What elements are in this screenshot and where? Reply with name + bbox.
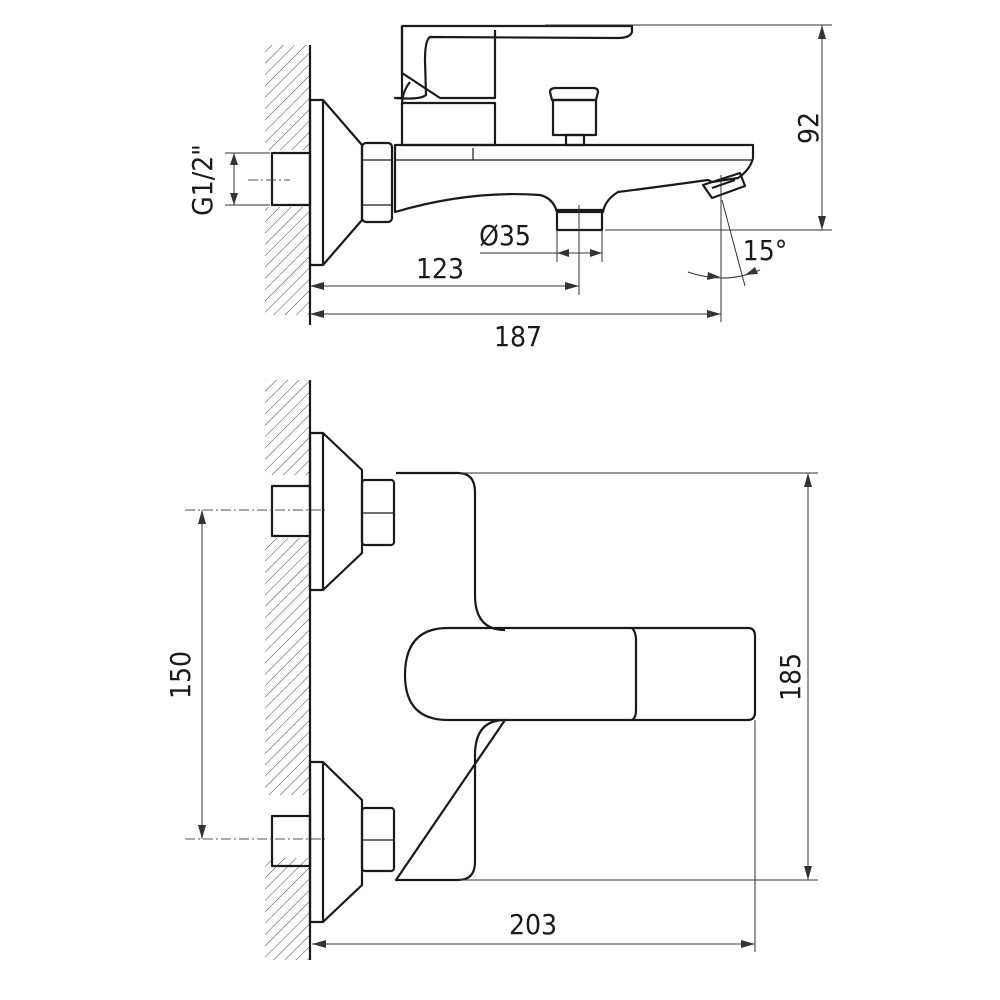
dimension-height: 92: [545, 24, 832, 231]
dimension-label-outlet-diameter: Ø35: [479, 219, 531, 252]
top-view: 150 185 203: [164, 380, 818, 960]
dimension-label-thread: G1/2": [186, 144, 219, 216]
mixer-body: [394, 471, 507, 882]
dimension-label-outlet-offset: 123: [416, 252, 464, 285]
dimension-label-inlet-spacing: 150: [164, 651, 197, 699]
lever-handle: [393, 24, 634, 147]
spout-aerator: [701, 171, 747, 200]
inlet-pipe: [248, 151, 312, 207]
dimension-projection: 187: [310, 175, 722, 353]
wall-section: [265, 45, 312, 325]
dimension-spout-angle: 15°: [687, 199, 788, 287]
dimension-body-height: 185: [460, 472, 818, 881]
wall-rosette-upper: [308, 431, 364, 592]
dimension-projection: 203: [312, 720, 756, 952]
lever-handle: [403, 626, 757, 722]
dimension-inlet-spacing: 150: [164, 510, 206, 839]
wall-rosette-lower: [308, 760, 364, 924]
hex-nut-upper: [360, 478, 396, 547]
wall-section: [265, 380, 312, 960]
wall-rosette: [308, 98, 364, 267]
dimension-label-projection: 203: [509, 908, 557, 941]
dimension-label-spout-angle: 15°: [743, 234, 788, 267]
hex-nut-lower: [360, 806, 396, 873]
hex-nut: [360, 141, 394, 224]
diverter-button: [548, 86, 600, 147]
inlet-pipe-upper: [270, 484, 312, 538]
dimension-thread: G1/2": [186, 144, 270, 216]
side-view: 92 G1/2" Ø35 123 1: [186, 24, 832, 353]
dimension-label-projection: 187: [494, 320, 542, 353]
dimension-label-body-height: 185: [774, 653, 807, 701]
mixer-body: [393, 143, 755, 214]
dimension-outlet-offset: 123: [310, 205, 580, 295]
dimension-outlet-diameter: Ø35: [479, 219, 603, 262]
dimension-label-height: 92: [792, 112, 825, 144]
